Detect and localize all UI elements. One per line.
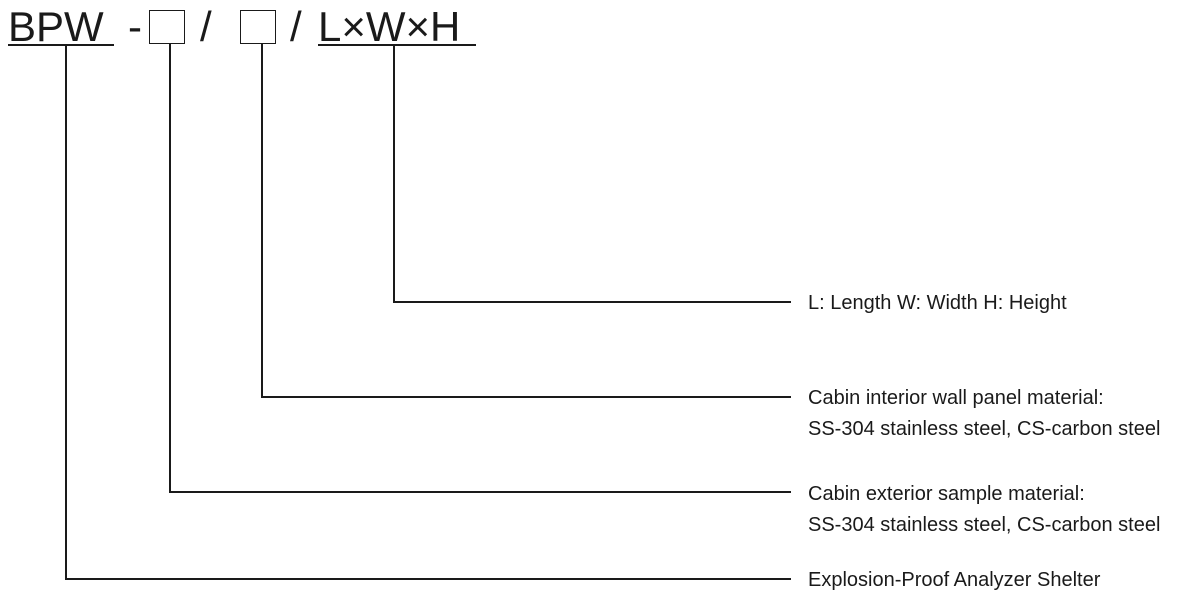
product-description: Explosion-Proof Analyzer Shelter <box>808 569 1101 591</box>
code-dash: - <box>128 3 142 50</box>
leader-product-horizontal <box>65 578 791 580</box>
leader-exterior-horizontal <box>169 491 791 493</box>
exterior-material-title: Cabin exterior sample material: <box>808 483 1085 505</box>
code-prefix-underline <box>8 44 114 46</box>
leader-interior-vertical <box>261 44 263 397</box>
leader-dimensions-horizontal <box>393 301 791 303</box>
exterior-material-placeholder-box <box>149 10 185 44</box>
interior-material-title: Cabin interior wall panel material: <box>808 387 1104 409</box>
leader-interior-horizontal <box>261 396 791 398</box>
interior-material-options: SS-304 stainless steel, CS-carbon steel <box>808 418 1161 440</box>
leader-dimensions-vertical <box>393 46 395 302</box>
code-slash-1: / <box>200 3 212 50</box>
code-prefix: BPW <box>8 3 104 50</box>
exterior-material-options: SS-304 stainless steel, CS-carbon steel <box>808 514 1161 536</box>
leader-product-vertical <box>65 46 67 579</box>
code-slash-2: / <box>290 3 302 50</box>
code-dimensions-underline <box>318 44 476 46</box>
interior-material-placeholder-box <box>240 10 276 44</box>
code-dimensions: L×W×H <box>318 3 461 50</box>
dimensions-description: L: Length W: Width H: Height <box>808 292 1067 314</box>
leader-exterior-vertical <box>169 44 171 492</box>
